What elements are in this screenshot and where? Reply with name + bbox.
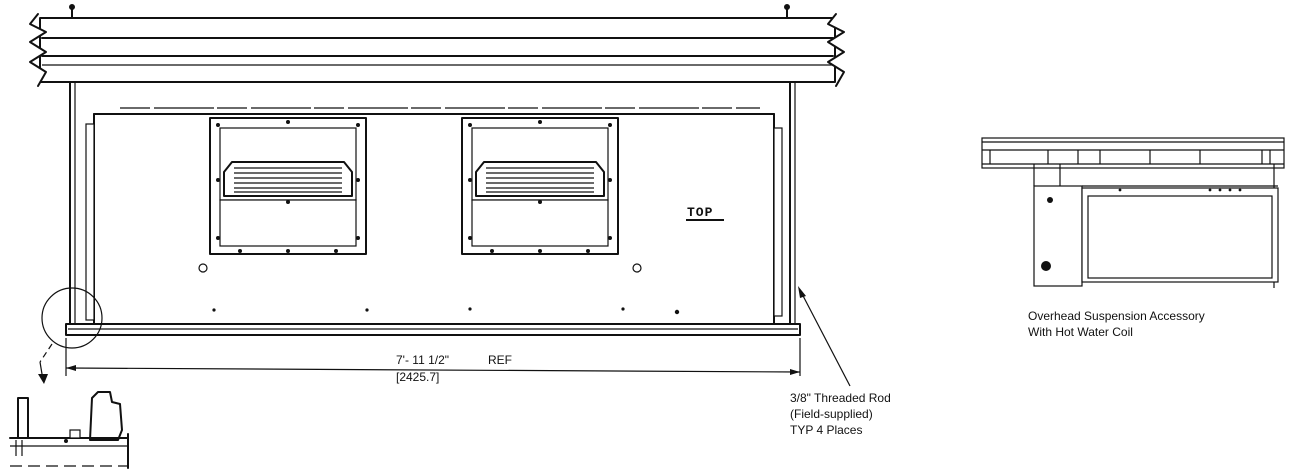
rod-callout-line3: TYP 4 Places: [790, 423, 862, 437]
detail-callout: [38, 287, 103, 384]
dimension-imperial: 7'- 11 1/2": [396, 353, 449, 367]
unit-cabinet: [65, 107, 801, 336]
top-label: TOP: [687, 205, 713, 220]
dimension-metric: [2425.7]: [396, 370, 439, 384]
cabinet-details: [198, 263, 680, 315]
overall-dimension: [65, 338, 801, 376]
side-view-caption-line1: Overhead Suspension Accessory: [1028, 309, 1205, 323]
dimension-ref: REF: [488, 353, 512, 367]
rod-leader: [798, 286, 851, 387]
rod-callout-line2: (Field-supplied): [790, 407, 873, 421]
corner-detail: [9, 391, 129, 469]
side-view: [981, 137, 1285, 288]
blower-outlet-left: [209, 117, 367, 255]
threaded-rods: [69, 81, 796, 327]
hanger-hooks: [69, 4, 790, 19]
ceiling-beam: [29, 13, 845, 87]
blower-outlet-right: [461, 117, 619, 255]
side-view-caption-line2: With Hot Water Coil: [1028, 325, 1133, 339]
rod-callout-line1: 3/8" Threaded Rod: [790, 391, 891, 405]
